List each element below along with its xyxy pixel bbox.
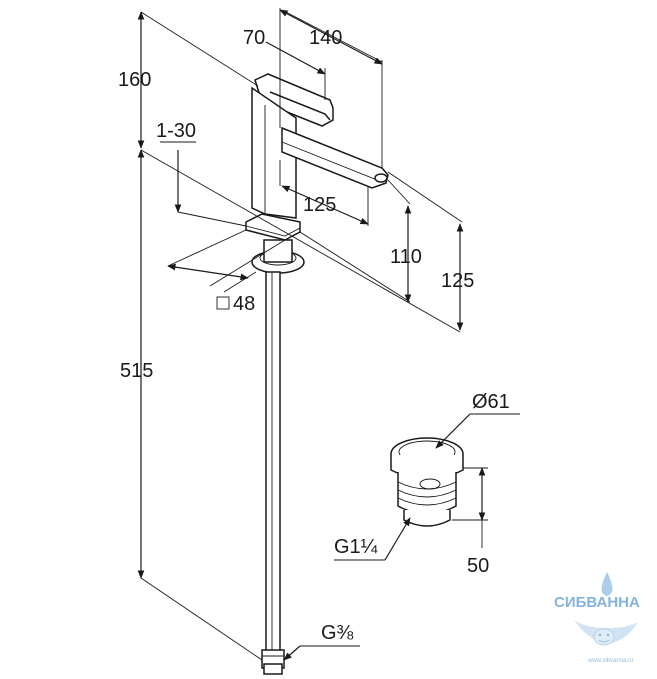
watermark-brand: СИБВАННА: [554, 594, 640, 611]
dim-48: 48: [233, 293, 255, 315]
mascot-face-icon: [593, 628, 615, 646]
dim-g114: G1¼: [334, 536, 378, 558]
faucet-spout: [281, 126, 389, 189]
dim-70: 70: [243, 27, 265, 49]
dim-125-height: 125: [441, 270, 474, 292]
faucet-body: [245, 73, 389, 675]
dim-61: Ø61: [472, 391, 510, 413]
water-drop-icon: [601, 572, 613, 596]
supply-hose: [265, 271, 281, 653]
drain-thread: [403, 510, 451, 527]
dim-515: 515: [120, 360, 153, 382]
watermark-url: www.sibvanna.ru: [587, 658, 633, 664]
square-symbol-icon: [216, 296, 230, 310]
aerator: [374, 173, 388, 183]
drain-body: [397, 472, 457, 515]
dim-1-30: 1-30: [156, 120, 196, 142]
dim-125-spout: 125: [303, 194, 336, 216]
mounting-stud: [263, 239, 293, 263]
drain-waste: [390, 437, 464, 527]
faucet-column: [251, 86, 297, 219]
hose-fitting-nut: [263, 663, 283, 675]
dim-160: 160: [118, 69, 151, 91]
dim-50: 50: [467, 555, 489, 577]
dim-110: 110: [390, 246, 422, 268]
dim-140: 140: [309, 27, 342, 49]
sibvanna-watermark: СИБВАННА www.sibvanna.ru: [554, 572, 640, 664]
dimension-lines: [137, 8, 520, 661]
dimension-labels: 70 140 160 1-30 125 110 125 48 515 Ø61 G…: [118, 27, 510, 644]
handle-lever-edge: [269, 91, 331, 121]
dim-g38: G⅜: [321, 622, 354, 644]
